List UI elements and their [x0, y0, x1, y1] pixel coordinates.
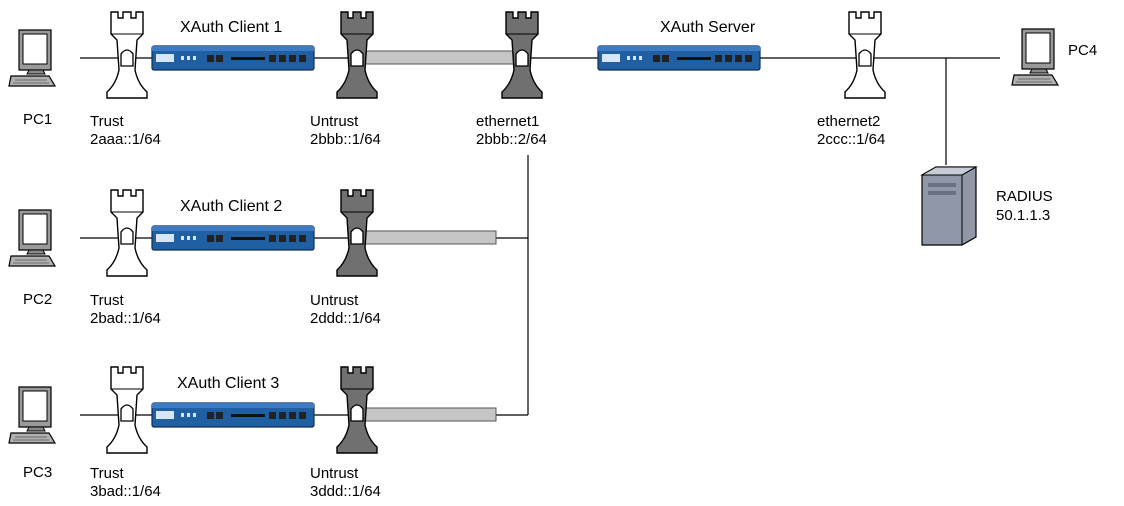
untrust-address: 3ddd::1/64: [310, 483, 381, 500]
firewall-device-icon: [151, 225, 315, 251]
ethernet1-address: 2bbb::2/64: [476, 131, 547, 148]
pc-icon: [8, 386, 56, 444]
trust-zone-label: Trust: [90, 292, 124, 309]
pc4-label: PC4: [1068, 42, 1098, 59]
trust-tower-icon: [844, 11, 886, 99]
radius-address: 50.1.1.3: [996, 207, 1051, 224]
firewall-device-icon: [151, 45, 315, 71]
firewall-device-icon: [151, 402, 315, 428]
tunnel-row2: [359, 230, 497, 245]
trust-zone-label: Trust: [90, 113, 124, 130]
pc-icon: [8, 29, 56, 87]
untrust-address: 2ddd::1/64: [310, 310, 381, 327]
trust-tower-icon: [106, 366, 148, 454]
client-title: XAuth Client 1: [180, 19, 283, 36]
server-title: XAuth Server: [660, 19, 756, 36]
vpn-tunnels: [359, 50, 526, 422]
pc-label: PC1: [23, 111, 53, 128]
trust-tower-icon: [106, 189, 148, 277]
pc-label: PC3: [23, 464, 53, 481]
pc-icon: [1011, 28, 1059, 86]
ethernet1-label: ethernet1: [476, 113, 540, 130]
untrust-zone-label: Untrust: [310, 465, 359, 482]
client-title: XAuth Client 3: [177, 375, 280, 392]
ethernet2-label: ethernet2: [817, 113, 881, 130]
untrust-zone-label: Untrust: [310, 113, 359, 130]
untrust-address: 2bbb::1/64: [310, 131, 381, 148]
radius-label: RADIUS: [996, 188, 1053, 205]
tunnel-row1: [359, 50, 526, 65]
pc-icon: [8, 209, 56, 267]
pc-label: PC2: [23, 291, 53, 308]
firewall-device-icon: [597, 45, 761, 71]
server-icon: [921, 166, 977, 246]
trust-tower-icon: [106, 11, 148, 99]
trust-address: 3bad::1/64: [90, 483, 161, 500]
client-title: XAuth Client 2: [180, 198, 283, 215]
trust-zone-label: Trust: [90, 465, 124, 482]
tunnel-row3: [359, 407, 497, 422]
trust-address: 2bad::1/64: [90, 310, 161, 327]
untrust-zone-label: Untrust: [310, 292, 359, 309]
ethernet2-address: 2ccc::1/64: [817, 131, 886, 148]
trust-address: 2aaa::1/64: [90, 131, 161, 148]
